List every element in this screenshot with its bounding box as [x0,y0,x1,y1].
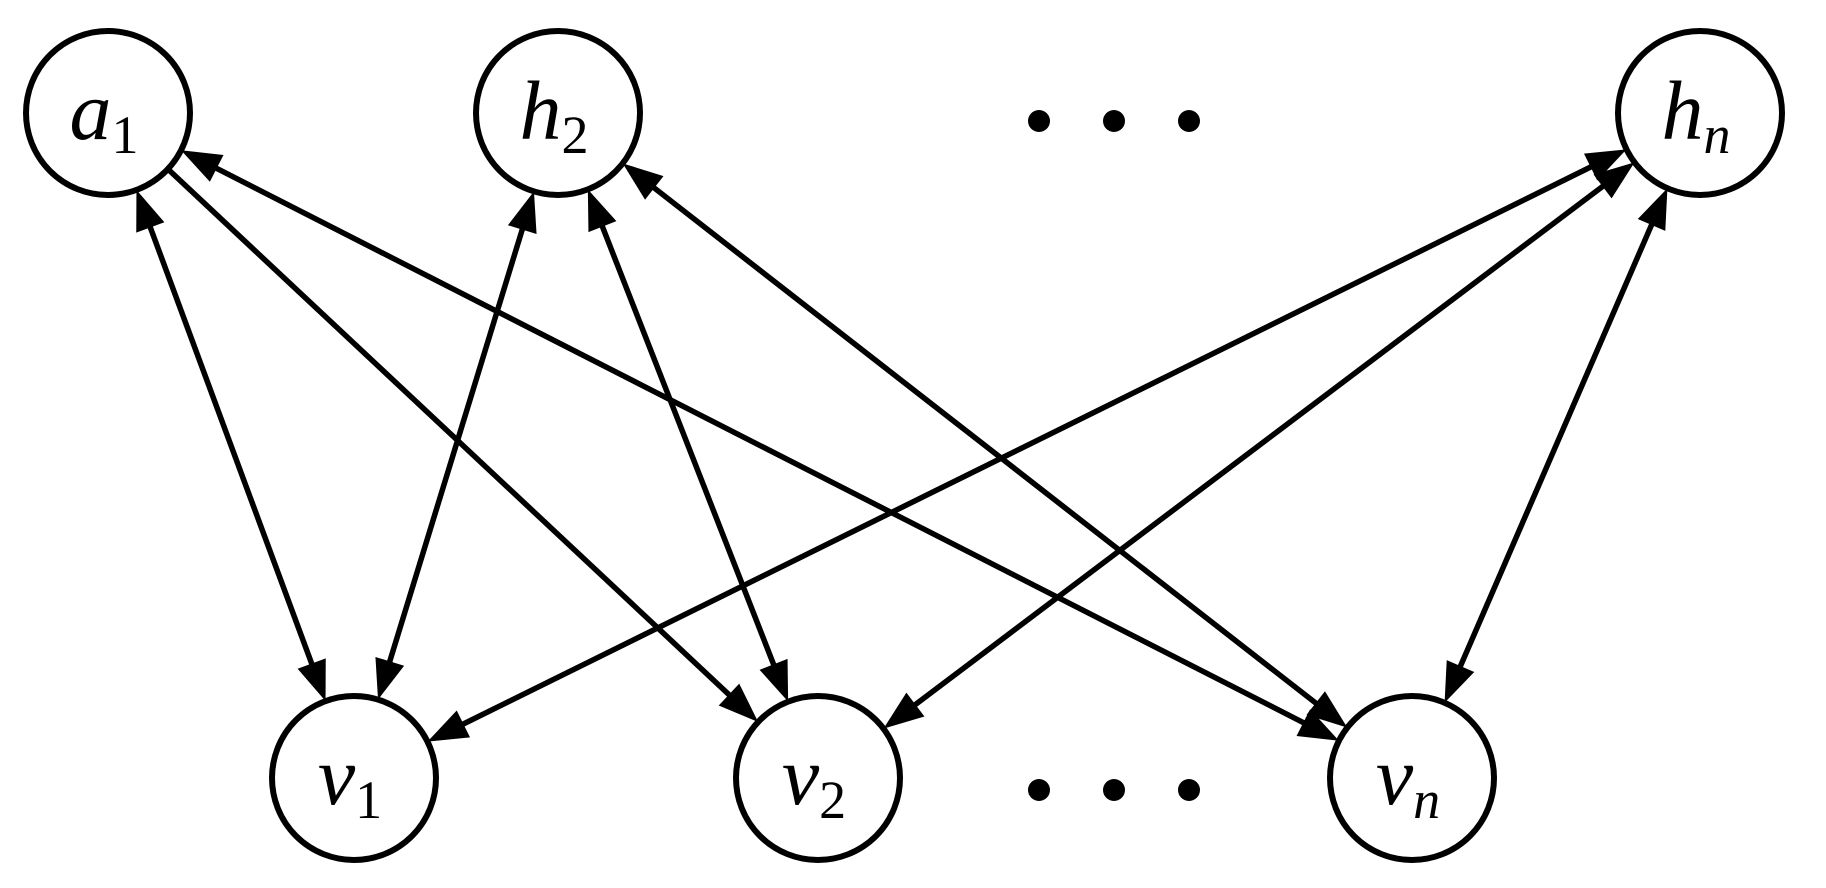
edge-line-a1-v1 [146,222,316,669]
node-circle-vn [1327,693,1497,863]
node-label-sub-h2: 2 [562,105,589,165]
node-label-sub-v1: 1 [355,770,382,830]
node-label-v1: v1 [318,730,382,830]
edge-a1-v2 [165,167,759,722]
arrowhead-to-v2-from-hn [883,692,925,729]
edge-h2-v1 [375,191,537,700]
node-circle-v1 [269,693,439,863]
edge-line-h2-v2 [598,221,778,670]
arrowhead-to-hn-from-vn [1637,188,1668,231]
node-label-sub-hn: n [1704,105,1731,165]
ellipsis-layer [1028,110,1200,801]
edge-line-h2-v1 [385,225,527,666]
node-label-main-h2: h [520,65,562,158]
arrowhead-to-h2-from-v1 [507,191,537,235]
node-vn: vn [1327,693,1497,863]
node-circle-a1 [23,28,193,198]
node-label-vn: vn [1376,730,1440,830]
edge-a1-v1 [136,189,326,702]
node-label-sub-vn: n [1413,770,1440,830]
arrowhead-to-v1-from-hn [427,710,471,742]
ellipsis-top-dot [1103,110,1125,132]
arrowhead-to-v1-from-h2 [375,656,405,700]
ellipsis-bottom-dot [1103,779,1125,801]
node-circle-hn [1615,28,1785,198]
arrowhead-to-v2-from-h2 [759,658,789,702]
node-hn: hn [1615,28,1785,198]
edge-hn-v1 [427,149,1627,742]
arrowhead-to-hn-from-v1 [1583,149,1627,181]
arrowhead-to-a1-from-v1 [136,189,165,233]
node-v2: v2 [733,693,903,863]
node-label-h2: h2 [520,65,589,165]
arrowhead-to-vn-from-a1 [1296,709,1339,741]
arrowhead-to-vn-from-h2 [1306,691,1348,728]
edges-layer [136,149,1668,742]
edge-h2-vn [622,163,1348,728]
arrowhead-to-v1-from-a1 [297,658,326,702]
arrowhead-to-h2-from-v2 [587,189,617,233]
edge-line-hn-v2 [910,181,1608,710]
node-label-sub-a1: 1 [112,105,139,165]
edge-line-hn-vn [1456,220,1656,671]
edge-line-a1-v2 [165,167,734,700]
node-label-main-v1: v [318,730,356,823]
ellipsis-bottom-dot [1178,779,1200,801]
node-circle-h2 [473,28,643,198]
ellipsis-bottom [1028,779,1200,801]
node-label-main-v2: v [782,730,820,823]
ellipsis-top-dot [1028,110,1050,132]
node-label-main-vn: v [1376,730,1414,823]
ellipsis-top [1028,110,1200,132]
node-circle-v2 [733,693,903,863]
node-label-main-hn: h [1662,65,1704,158]
arrowhead-to-h2-from-vn [622,163,664,200]
ellipsis-bottom-dot [1028,779,1050,801]
edge-hn-vn [1444,188,1668,703]
node-a1: a1 [23,28,193,198]
edge-h2-v2 [587,189,789,702]
arrowhead-to-vn-from-hn [1444,660,1475,703]
ellipsis-top-dot [1178,110,1200,132]
node-v1: v1 [269,693,439,863]
arrowhead-to-v2-from-a1 [718,683,759,722]
node-label-hn: hn [1662,65,1731,165]
node-label-sub-v2: 2 [819,770,846,830]
edge-line-hn-v1 [458,162,1596,729]
arrowhead-to-hn-from-v2 [1593,162,1635,199]
edge-line-h2-vn [649,183,1321,708]
node-h2: h2 [473,28,643,198]
edge-line-a1-vn [211,164,1309,727]
node-label-a1: a1 [70,65,139,165]
edge-hn-v2 [883,162,1635,729]
edge-a1-vn [181,150,1339,741]
arrowhead-to-a1-from-vn [181,150,224,182]
node-label-v2: v2 [782,730,846,830]
node-label-main-a1: a [70,65,112,158]
